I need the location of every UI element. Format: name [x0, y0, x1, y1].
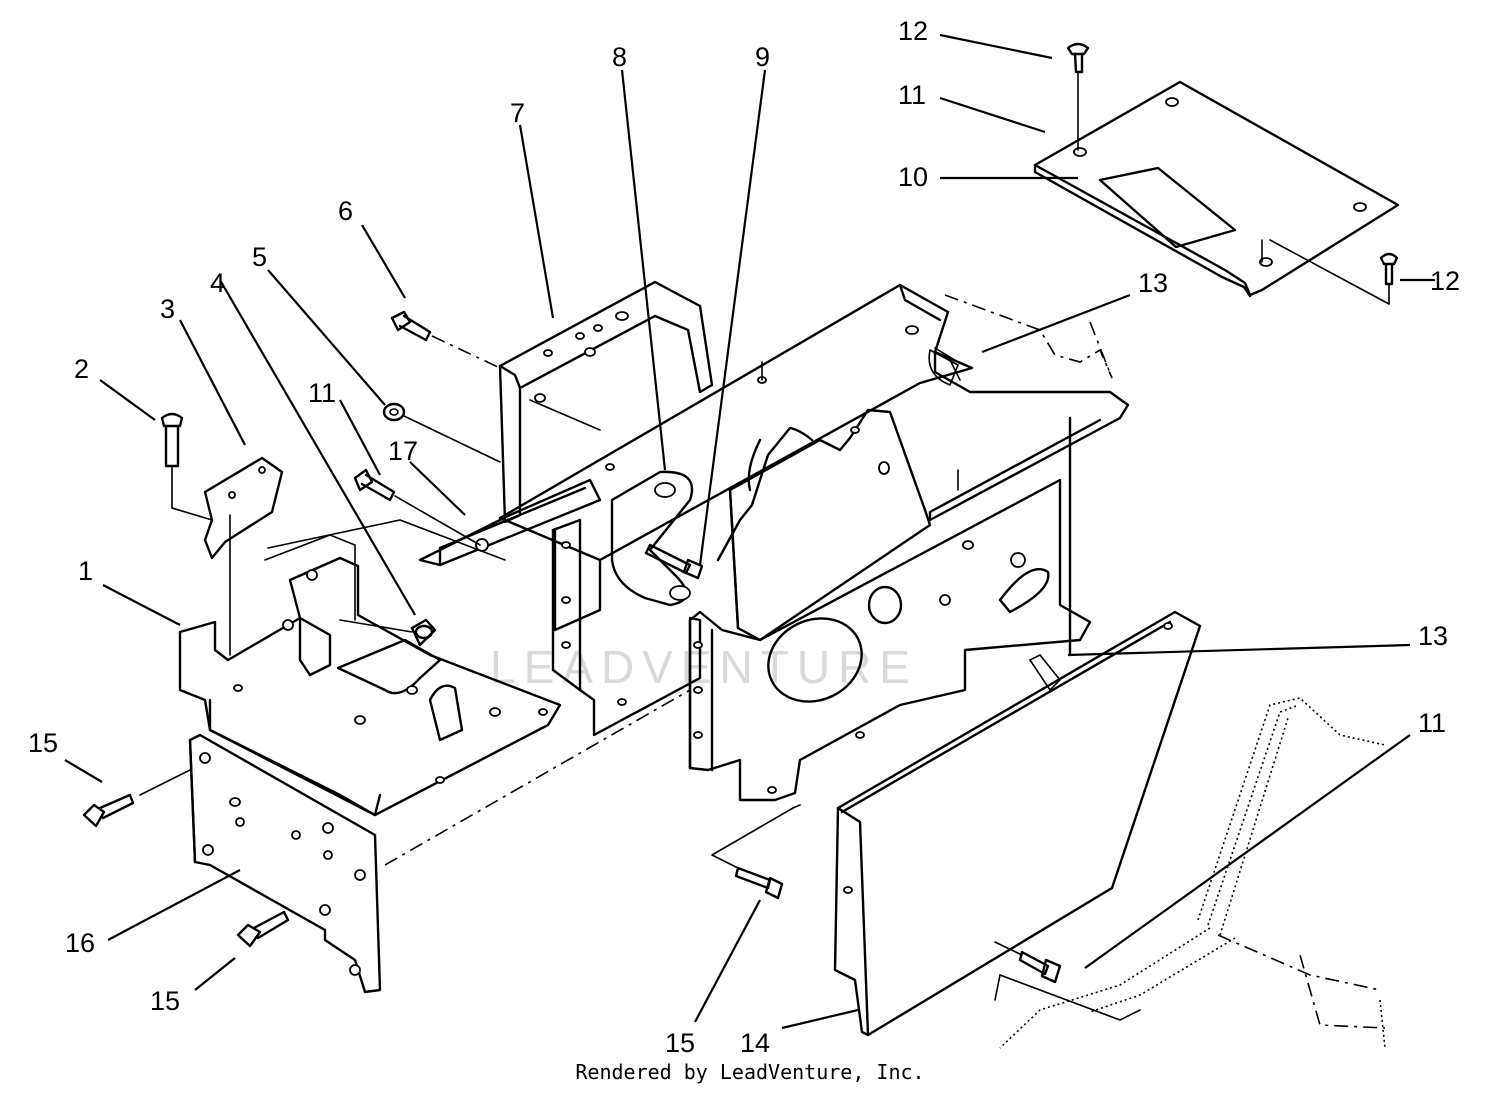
part-16-vertical-plate[interactable] [188, 689, 691, 994]
part-1-lower-bracket[interactable] [178, 514, 562, 817]
part-3-bracket[interactable] [203, 456, 284, 560]
phantom-seat-frame [994, 697, 1386, 1049]
callout-12-top: 12 [898, 16, 928, 46]
callout-14: 14 [740, 1028, 770, 1058]
callout-8: 8 [612, 42, 627, 72]
callout-17: 17 [388, 436, 418, 466]
callout-11-lower: 11 [1418, 708, 1446, 738]
part-12-screw-right[interactable] [1269, 239, 1399, 305]
callout-13-upper: 13 [1138, 268, 1168, 298]
part-8-bracket-plate[interactable] [610, 470, 694, 607]
part-2-bolt[interactable] [160, 412, 213, 521]
part-13-clip-upper[interactable] [934, 347, 961, 381]
callout-1: 1 [78, 556, 93, 586]
main-frame[interactable] [498, 283, 1130, 657]
callout-5: 5 [252, 242, 267, 272]
part-15-bolt-center[interactable] [711, 804, 801, 900]
footer-credit: Rendered by LeadVenture, Inc. [575, 1060, 925, 1084]
callout-11-top: 11 [898, 80, 926, 110]
callout-13-lower: 13 [1418, 621, 1448, 651]
part-4-nut[interactable] [339, 618, 437, 647]
callout-9: 9 [755, 42, 770, 72]
part-12-screw-top[interactable] [1066, 42, 1090, 151]
part-9-bolt[interactable] [644, 543, 704, 580]
callout-15-lower: 15 [150, 986, 180, 1016]
center-plate[interactable] [688, 478, 1092, 802]
callout-2: 2 [74, 354, 89, 384]
callout-4: 4 [210, 268, 225, 298]
callout-6: 6 [338, 196, 353, 226]
callout-11-mid: 11 [308, 378, 336, 408]
part-10-cover-plate[interactable] [1033, 80, 1400, 298]
left-side-plate[interactable] [551, 518, 702, 737]
callout-labels: 1 2 3 4 5 6 7 8 9 10 11 11 11 12 12 13 1… [28, 16, 1460, 1058]
part-5-nut[interactable] [382, 402, 501, 463]
part-11-bolt-lower[interactable] [994, 941, 1062, 984]
leader-lines [64, 33, 1435, 1030]
callout-7: 7 [510, 98, 525, 128]
part-15-bolt-left[interactable] [82, 769, 191, 828]
callout-16: 16 [65, 928, 95, 958]
callout-10: 10 [898, 162, 928, 192]
part-15-bolt-lower[interactable] [236, 910, 290, 948]
callout-3: 3 [160, 294, 175, 324]
callout-15-left: 15 [28, 728, 58, 758]
callout-15-center: 15 [665, 1028, 695, 1058]
part-7-bracket[interactable] [498, 280, 714, 524]
part-6-bolt[interactable] [390, 310, 501, 369]
part-17-angle[interactable] [418, 478, 602, 567]
upper-mount-tower[interactable] [716, 349, 960, 642]
phantom-outline-top [944, 294, 1113, 379]
callout-12-right: 12 [1430, 266, 1460, 296]
part-11-bolt-mid[interactable] [267, 468, 506, 561]
